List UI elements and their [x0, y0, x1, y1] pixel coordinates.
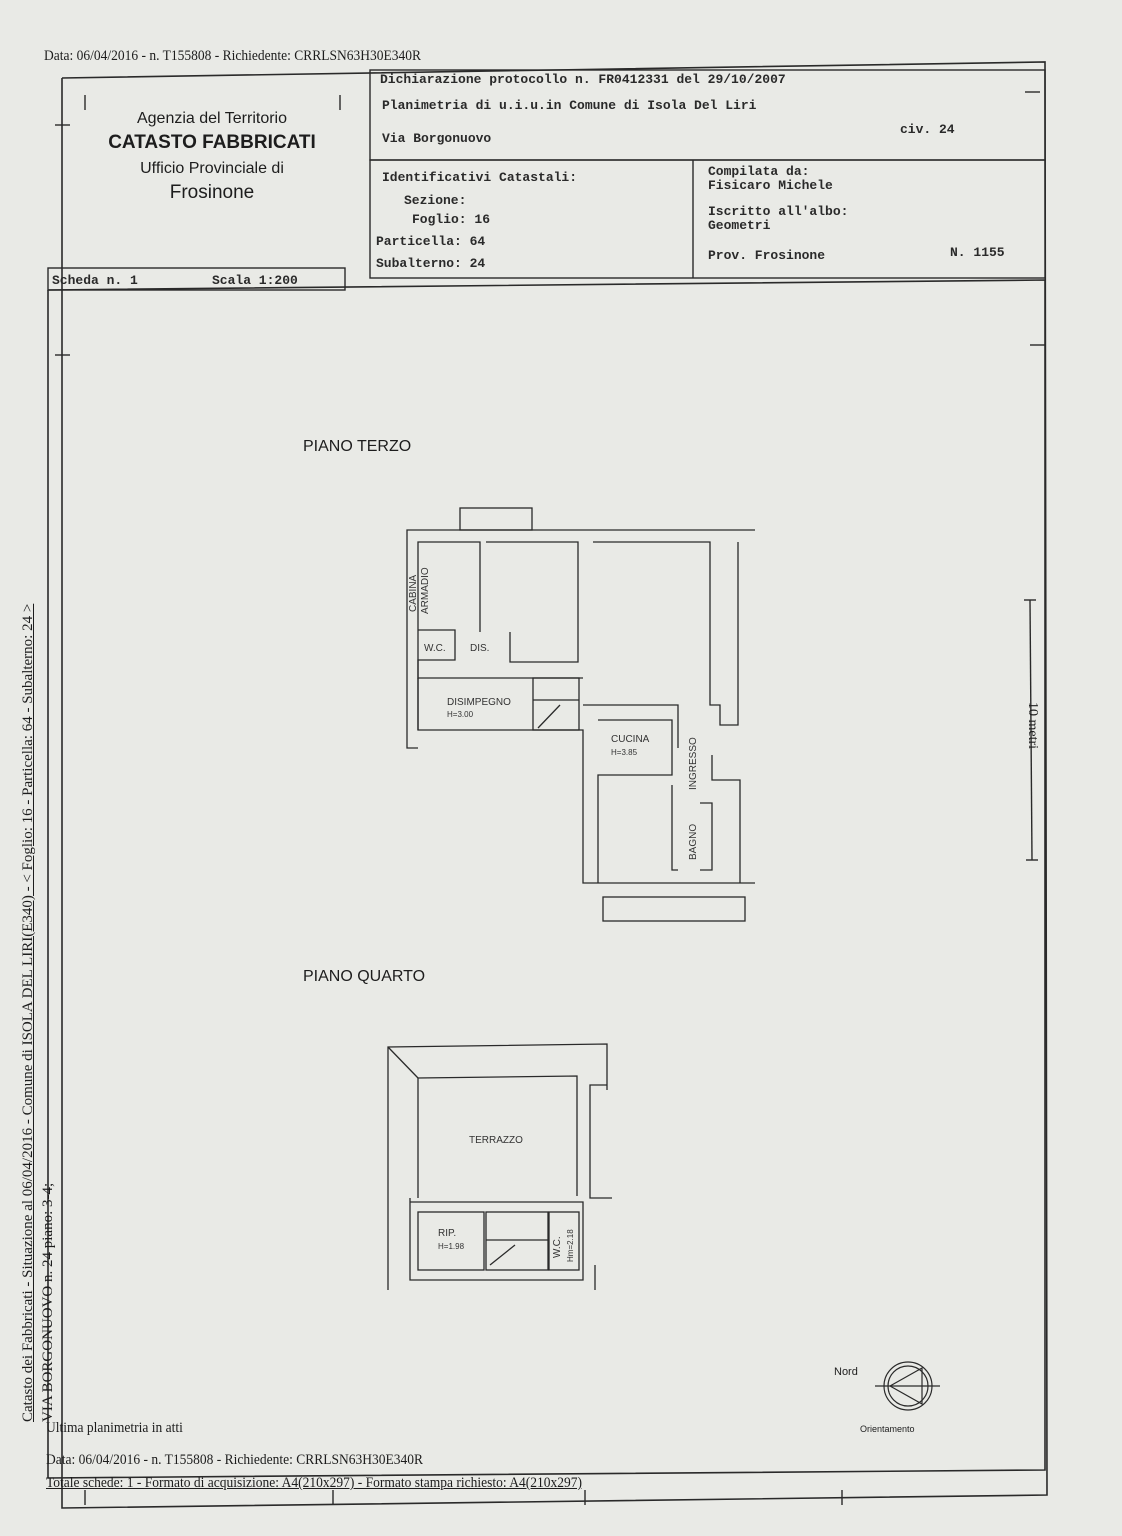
ufficio-label: Ufficio Provinciale di [140, 160, 284, 177]
albo-number: N. 1155 [950, 245, 1005, 260]
subalterno: Subalterno: 24 [376, 256, 486, 271]
scale-bar-line [1029, 599, 1033, 861]
particella: Particella: 64 [376, 234, 486, 249]
room-disimpegno: DISIMPEGNO [447, 697, 511, 708]
footer-ultima: Ultima planimetria in atti [46, 1420, 183, 1436]
ident-title: Identificativi Catastali: [382, 170, 578, 185]
street-text: Via Borgonuovo [382, 131, 492, 146]
inner-frame [47, 279, 1046, 1479]
room-ingresso: INGRESSO [688, 737, 699, 790]
albo-value: Geometri [708, 218, 771, 233]
compilata-label: Compilata da: [708, 164, 810, 179]
planimetria-text: Planimetria di u.i.u.in Comune di Isola … [382, 98, 757, 113]
civ-text: civ. 24 [900, 122, 955, 137]
room-terrazzo: TERRAZZO [469, 1135, 523, 1146]
room-dis: DIS. [470, 643, 490, 654]
room-wc: W.C. [424, 643, 446, 654]
room-cabina-2: ARMADIO [420, 567, 431, 614]
compass-label: Orientamento [860, 1424, 915, 1434]
compass-nord: Nord [834, 1366, 858, 1378]
iscritto-label: Iscritto all'albo: [708, 204, 849, 219]
agency-name: Agenzia del Territorio [136, 110, 287, 127]
page-frame [61, 61, 1048, 1509]
scale-bar-label: 10 metri [1025, 702, 1040, 750]
fourth-floor-title: PIANO QUARTO [303, 968, 426, 985]
protocol-text: Dichiarazione protocollo n. FR0412331 de… [380, 72, 786, 87]
footer-data: Data: 06/04/2016 - n. T155808 - Richiede… [46, 1452, 423, 1468]
third-floor-title: PIANO TERZO [303, 438, 412, 455]
catasto-title: CATASTO FABBRICATI [108, 132, 316, 153]
third-floor-plan [406, 507, 755, 922]
room-rip-height: H=1.98 [438, 1242, 465, 1251]
prov-value: Prov. Frosinone [708, 248, 826, 263]
compilata-name: Fisicaro Michele [708, 178, 833, 193]
room-bagno: BAGNO [688, 823, 699, 860]
header-top-text: Data: 06/04/2016 - n. T155808 - Richiede… [44, 48, 421, 64]
scheda-box [47, 267, 346, 291]
side-text-2: VIA BORGONUOVO n. 24 piano: 3-4; [40, 1182, 56, 1422]
room-cabina-1: CABINA [408, 574, 419, 612]
agency-block: Agenzia del Territorio CATASTO FABBRICAT… [62, 110, 362, 204]
ident-box [369, 159, 1046, 279]
scala: Scala 1:200 [212, 273, 298, 288]
side-text-1: Catasto dei Fabbricati - Situazione al 0… [20, 603, 36, 1422]
room-wc-height: Hm=2.18 [566, 1229, 575, 1262]
room-rip: RIP. [438, 1228, 457, 1239]
scheda-number: Scheda n. 1 [52, 273, 138, 288]
sezione: Sezione: [404, 193, 467, 208]
compass-icon [875, 1361, 940, 1411]
room-wc-4: W.C. [552, 1236, 563, 1258]
room-cucina-height: H=3.85 [611, 748, 638, 757]
province-name: Frosinone [169, 182, 255, 203]
fourth-floor-plan [387, 1043, 612, 1290]
room-disimpegno-height: H=3.00 [447, 710, 474, 719]
footer-totale: Totale schede: 1 - Formato di acquisizio… [46, 1475, 582, 1491]
room-cucina: CUCINA [611, 734, 650, 745]
foglio: Foglio: 16 [412, 212, 491, 227]
